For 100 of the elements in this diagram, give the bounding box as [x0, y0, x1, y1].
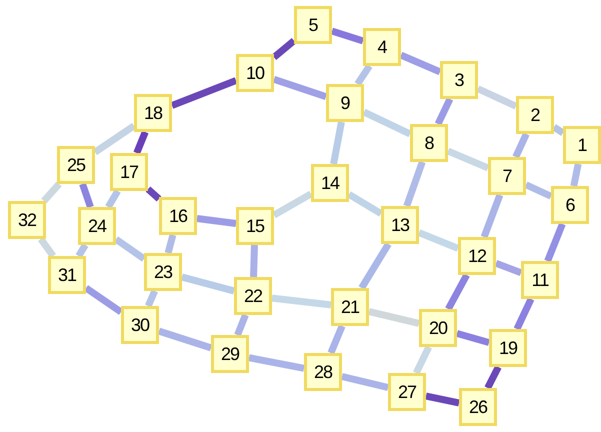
number-box	[551, 186, 589, 224]
connector-line	[341, 373, 389, 391]
connector-line	[145, 290, 158, 308]
node-number: 10	[246, 62, 264, 84]
connector-line	[480, 194, 504, 238]
number-box	[110, 153, 148, 191]
connector-line	[250, 244, 258, 278]
node-number: 8	[424, 132, 434, 154]
number-box	[388, 373, 426, 411]
connector-line	[133, 130, 149, 154]
connector-line	[234, 314, 249, 336]
node-number: 23	[154, 262, 172, 282]
connector-line	[248, 354, 305, 372]
node-number: 5	[308, 14, 318, 36]
number-box	[331, 288, 369, 326]
node-number: 11	[532, 270, 548, 290]
connector-line	[456, 330, 490, 346]
connector-line	[413, 345, 432, 375]
node-number: 13	[390, 214, 410, 236]
connector-line	[146, 186, 162, 202]
number-box	[381, 206, 419, 244]
number-box	[516, 96, 554, 134]
number-box	[294, 6, 332, 44]
number-box	[419, 309, 457, 347]
connector-line	[84, 285, 123, 315]
number-box	[488, 157, 526, 195]
node-number: 27	[398, 382, 416, 402]
node-number: 12	[468, 246, 486, 266]
node-number: 18	[144, 102, 162, 124]
number-box	[48, 256, 86, 294]
node-number: 6	[565, 194, 574, 216]
connector-line	[164, 234, 176, 254]
connector-line	[514, 298, 534, 330]
node-number: 24	[88, 216, 106, 236]
node-number: 30	[130, 314, 150, 336]
number-box	[236, 54, 274, 92]
connector-line	[418, 229, 460, 252]
connector-line	[181, 274, 235, 294]
connector-line	[76, 243, 88, 258]
connector-line	[41, 182, 62, 204]
node-number: 14	[320, 172, 340, 194]
node-number: 7	[502, 166, 512, 186]
connector-line	[158, 328, 212, 352]
number-box	[363, 28, 401, 66]
connector-line	[79, 182, 94, 208]
connector-line	[476, 86, 518, 110]
connector-line	[362, 108, 412, 138]
node-number: 29	[220, 344, 240, 364]
connector-line	[524, 182, 552, 200]
number-box	[563, 126, 601, 164]
number-box	[144, 253, 182, 291]
connector-line	[403, 160, 426, 208]
number-box	[458, 237, 496, 275]
connector-line	[38, 236, 56, 258]
connector-line	[446, 148, 490, 172]
node-number: 25	[66, 154, 86, 176]
connector-line	[114, 236, 146, 262]
connector-line	[570, 163, 582, 187]
number-box	[440, 61, 478, 99]
number-box	[521, 261, 559, 299]
node-number: 1	[577, 134, 586, 156]
connector-line	[93, 122, 136, 156]
connector-line	[494, 260, 522, 276]
node-number: 19	[498, 338, 518, 358]
connector-line	[347, 191, 383, 217]
connector-line	[272, 76, 328, 100]
node-number: 28	[314, 362, 332, 382]
number-box	[410, 124, 448, 162]
node-number: 21	[340, 296, 360, 318]
node-number: 9	[340, 92, 350, 114]
number-box	[489, 329, 527, 367]
node-number: 2	[530, 104, 540, 126]
number-box	[57, 146, 95, 184]
number-box	[236, 207, 274, 245]
connector-line	[272, 294, 332, 308]
connector-line	[552, 124, 565, 136]
connector-line	[425, 392, 460, 406]
node-number: 31	[58, 264, 76, 286]
connector-line	[544, 222, 566, 262]
connector-line	[368, 308, 420, 327]
connector-line	[512, 132, 530, 158]
number-box	[459, 388, 497, 426]
number-box	[159, 197, 197, 235]
number-box	[134, 94, 172, 132]
connector-line	[328, 324, 346, 354]
node-number: 15	[246, 216, 264, 236]
node-number: 32	[18, 210, 36, 230]
connector-line	[354, 64, 372, 86]
number-box	[78, 207, 116, 245]
connector-line	[434, 98, 454, 126]
connector-line	[272, 38, 296, 60]
node-number: 26	[468, 396, 488, 418]
node-number: 4	[377, 36, 386, 58]
number-box	[311, 164, 349, 202]
number-box	[121, 306, 159, 344]
number-box	[304, 353, 342, 391]
node-number: 22	[244, 286, 262, 306]
connector-line	[400, 52, 442, 76]
connector-line	[330, 121, 345, 165]
node-number: 16	[168, 206, 188, 226]
